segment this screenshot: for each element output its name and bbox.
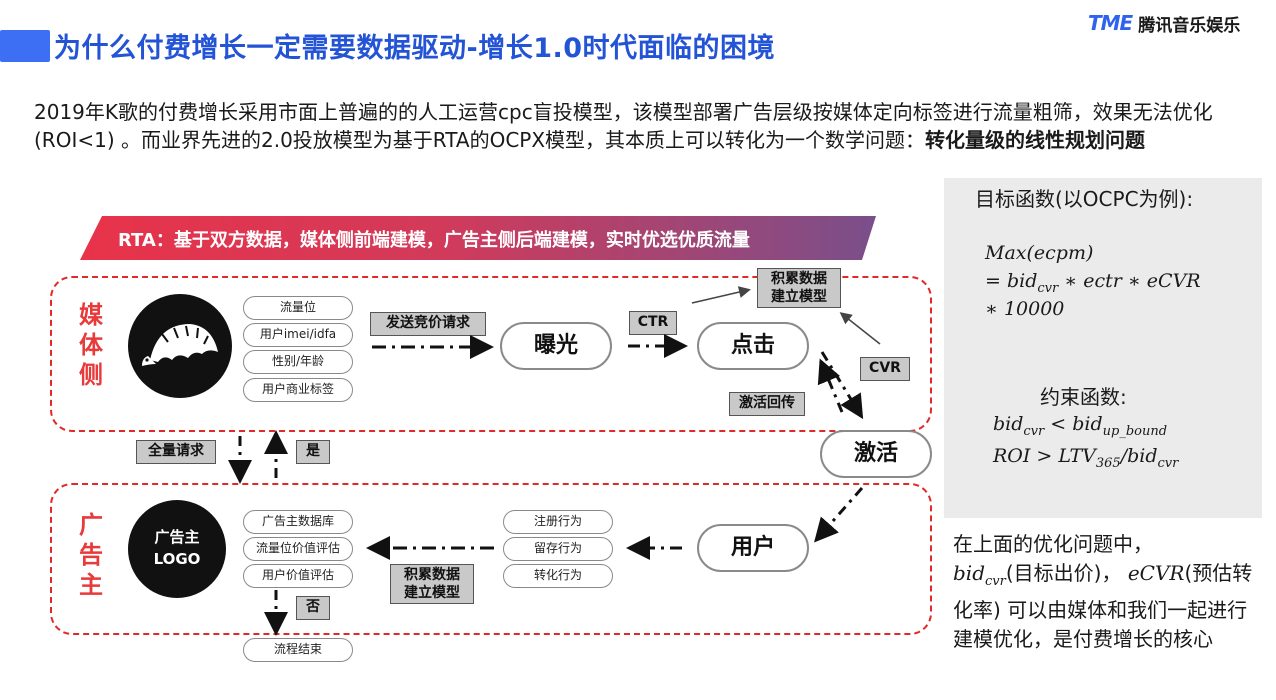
c-part: bid xyxy=(993,413,1024,435)
arrow-activate-callback xyxy=(817,358,844,413)
media-side-label: 媒体侧 xyxy=(79,301,103,389)
ad-feature-pill: 用户价值评估 xyxy=(243,564,353,588)
objective-title: 目标函数(以OCPC为例): xyxy=(975,187,1194,211)
note-text: (目标出价)， xyxy=(1005,561,1122,585)
advertiser-logo-line-1: 广告主 xyxy=(154,528,200,546)
process-end-pill: 流程结束 xyxy=(243,638,353,662)
ad-feature-pill: 流量位价值评估 xyxy=(243,537,353,561)
brand-name: 腾讯音乐娱乐 xyxy=(1138,15,1241,36)
exposure-node: 曝光 xyxy=(500,322,612,370)
page-title: 为什么付费增长一定需要数据驱动-增长1.0时代面临的困境 xyxy=(54,33,776,64)
media-feature-pill: 性别/年龄 xyxy=(243,350,353,374)
media-feature-pill: 流量位 xyxy=(243,296,353,320)
advertiser-logo-line-2: LOGO xyxy=(153,550,201,568)
objective-line-3: ∗ 10000 xyxy=(985,298,1065,320)
accumulate-model-tag-top: 积累数据 建立模型 xyxy=(757,268,841,308)
activation-node: 激活 xyxy=(820,430,932,478)
objective-line-1: Max(ecpm) xyxy=(985,242,1094,264)
constraint-line-2: ROI > LTV365/bidcvr xyxy=(993,445,1178,471)
formula-panel xyxy=(944,178,1262,518)
arrow-click-activate xyxy=(820,351,864,420)
c-part: < bid xyxy=(1044,413,1103,435)
arrow-click-to-model xyxy=(691,286,751,304)
c-sub: 365 xyxy=(1095,455,1121,471)
c-sub: cvr xyxy=(1157,455,1179,471)
rta-banner xyxy=(80,216,876,260)
bid-request-tag: 发送竞价请求 xyxy=(370,312,486,336)
ad-feature-pill: 广告主数据库 xyxy=(243,510,353,534)
behavior-pill: 转化行为 xyxy=(503,564,613,588)
obj-part: = bid xyxy=(985,270,1038,292)
advertiser-logo: 广告主 LOGO xyxy=(128,500,226,598)
constraint-title: 约束函数: xyxy=(1040,385,1127,409)
yes-tag: 是 xyxy=(296,440,330,464)
c-sub: up_bound xyxy=(1102,423,1168,439)
no-tag: 否 xyxy=(296,596,330,620)
c-part: /bid xyxy=(1120,445,1158,467)
behavior-pill: 注册行为 xyxy=(503,510,613,534)
note-math-sub: cvr xyxy=(985,574,1006,589)
media-logo xyxy=(128,294,232,398)
obj-sub: cvr xyxy=(1037,280,1059,296)
click-node: 点击 xyxy=(697,322,809,370)
pangolin-icon xyxy=(142,324,218,366)
note-text: (预估转化率) 可以由媒体和我们一起进行建模优化，是付费增长的核心 xyxy=(953,561,1253,651)
full-request-tag: 全量请求 xyxy=(136,440,216,464)
user-node: 用户 xyxy=(697,524,809,572)
media-side-region xyxy=(50,276,932,432)
intro-bold: 转化量级的线性规划问题 xyxy=(925,128,1146,152)
note-math: eCVR xyxy=(1127,561,1185,585)
media-feature-pill: 用户商业标签 xyxy=(243,378,353,402)
rta-banner-text: RTA：基于双方数据，媒体侧前端建模，广告主侧后端建模，实时优选优质流量 xyxy=(118,230,750,251)
brand: TME 腾讯音乐娱乐 xyxy=(1088,8,1240,38)
activation-callback-tag: 激活回传 xyxy=(729,392,805,416)
advertiser-side-region xyxy=(50,483,932,635)
advertiser-side-label: 广告主 xyxy=(79,511,103,599)
conclusion-note: 在上面的优化问题中， bidcvr(目标出价)， eCVR(预估转化率) 可以由… xyxy=(953,530,1253,654)
title-accent-bar xyxy=(0,30,50,62)
behavior-pill: 留存行为 xyxy=(503,537,613,561)
note-math: bid xyxy=(953,561,986,585)
constraint-line-1: bidcvr < bidup_bound xyxy=(993,413,1167,439)
note-text: 在上面的优化问题中， xyxy=(953,532,1153,556)
c-part: ROI > LTV xyxy=(993,445,1096,467)
arrow-cvr-to-model xyxy=(839,312,881,345)
intro-paragraph: 2019年K歌的付费增长采用市面上普遍的的人工运营cpc盲投模型，该模型部署广告… xyxy=(34,98,1259,154)
arrow-activate-user xyxy=(814,487,864,543)
intro-text: 2019年K歌的付费增长采用市面上普遍的的人工运营cpc盲投模型，该模型部署广告… xyxy=(34,100,1213,152)
obj-part: ∗ ectr ∗ eCVR xyxy=(1058,270,1201,292)
brand-logo: TME xyxy=(1088,11,1133,35)
ctr-tag: CTR xyxy=(629,311,677,335)
cvr-tag: CVR xyxy=(860,357,910,381)
c-sub: cvr xyxy=(1023,423,1045,439)
accumulate-model-tag-bottom: 积累数据 建立模型 xyxy=(390,564,474,604)
objective-line-2: = bidcvr ∗ ectr ∗ eCVR xyxy=(985,270,1201,296)
media-feature-pill: 用户imei/idfa xyxy=(243,323,353,347)
